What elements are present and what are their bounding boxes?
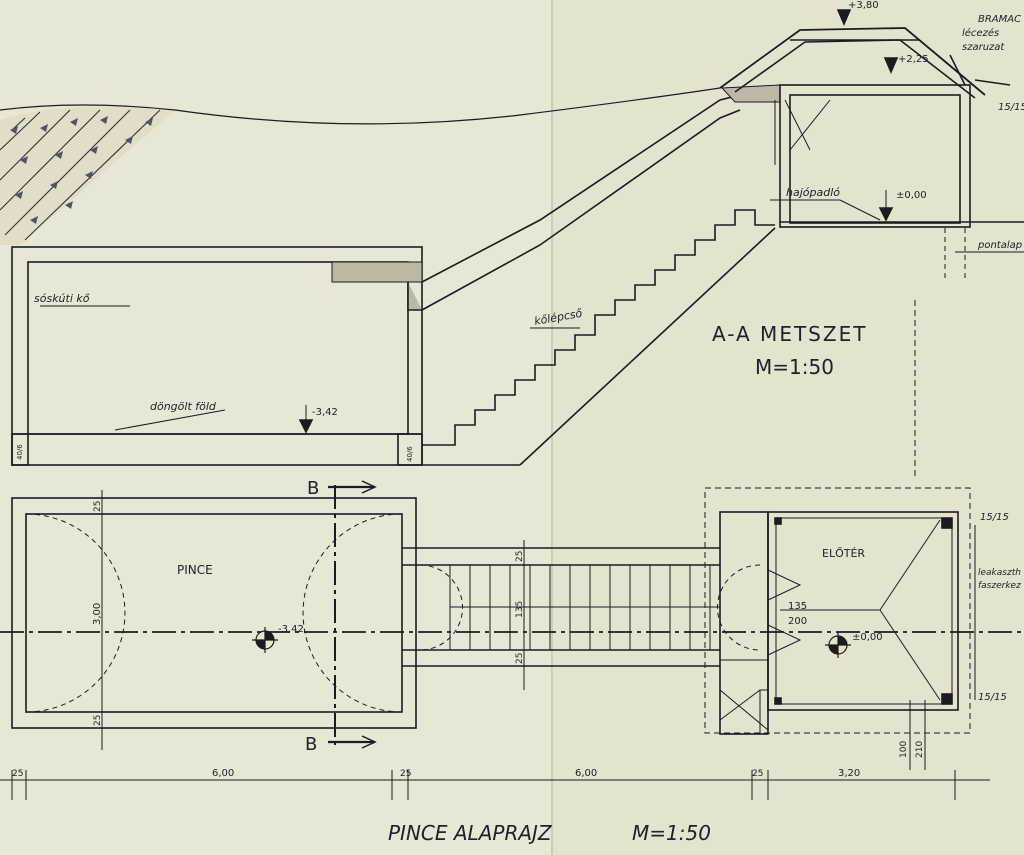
level-eloter: ±0,00: [852, 632, 883, 643]
section-a-a: [0, 9, 1024, 480]
dim-25-stair-bottom: 25: [515, 653, 525, 664]
cut-letter-top: B: [307, 478, 319, 499]
label-szaru: szaruzat: [962, 42, 1005, 53]
label-1515-a: 15/15: [998, 102, 1024, 113]
cut-letter-bottom: B: [305, 734, 317, 755]
footing-mark-left: 40/6: [16, 444, 24, 460]
label-ponta: pontalap: [977, 240, 1022, 251]
dim-1515-bottom: 15/15: [978, 692, 1007, 703]
label-sosk: sóskúti kő: [34, 292, 90, 305]
level-top: +3,80: [848, 0, 879, 11]
dim-300: 3,00: [92, 603, 103, 625]
label-lecez: lécezés: [962, 27, 999, 39]
label-hajo: hajópadló: [786, 186, 840, 199]
bottom-dim-1: 6,00: [212, 768, 234, 779]
dim-25-stair-top: 25: [515, 551, 525, 562]
bottom-dim-0: 25: [12, 769, 23, 779]
level-floor: ±0,00: [896, 190, 927, 201]
room-eloter: ELŐTÉR: [822, 546, 865, 560]
bottom-dim-5: 3,20: [838, 768, 860, 779]
stair-profile: [422, 209, 775, 446]
level-eave: +2,25: [898, 54, 929, 65]
cellar-plan: [0, 480, 1024, 800]
footing-mark-right: 40/6: [406, 446, 414, 462]
bottom-dim-3: 6,00: [575, 768, 597, 779]
plan-title: PINCE ALAPRAJZ: [388, 821, 553, 845]
dim-100: 100: [899, 741, 909, 758]
dim-135-stair: 135: [515, 601, 525, 618]
dim-25-bottom: 25: [93, 715, 103, 726]
plan-labels: PINCE ELŐTÉR -3,42 ±0,00 B B 25 3,00 25 …: [12, 478, 1021, 845]
note-leak-2: faszerkez: [978, 581, 1021, 591]
dim-210: 210: [915, 741, 925, 758]
dim-1515-top: 15/15: [980, 512, 1009, 523]
level-cellar: -3,42: [312, 407, 338, 418]
room-pince: PINCE: [177, 563, 213, 577]
label-dong: döngölt föld: [150, 400, 217, 413]
note-leak-1: leakaszth: [978, 568, 1021, 578]
bottom-dim-2: 25: [400, 769, 411, 779]
earth-hatch: [0, 106, 175, 246]
section-labels: A-A METSZET M=1:50 sóskúti kő döngölt fö…: [16, 0, 1024, 462]
label-brama: BRAMAC: [978, 14, 1021, 25]
section-scale: M=1:50: [755, 355, 834, 379]
plan-scale: M=1:50: [632, 821, 711, 845]
level-pince: -3,42: [278, 624, 304, 635]
section-title: A-A METSZET: [712, 322, 867, 346]
dim-135: 135: [788, 601, 807, 612]
bottom-dim-4: 25: [752, 769, 763, 779]
dim-25-top: 25: [93, 501, 103, 512]
dim-200: 200: [788, 616, 807, 627]
